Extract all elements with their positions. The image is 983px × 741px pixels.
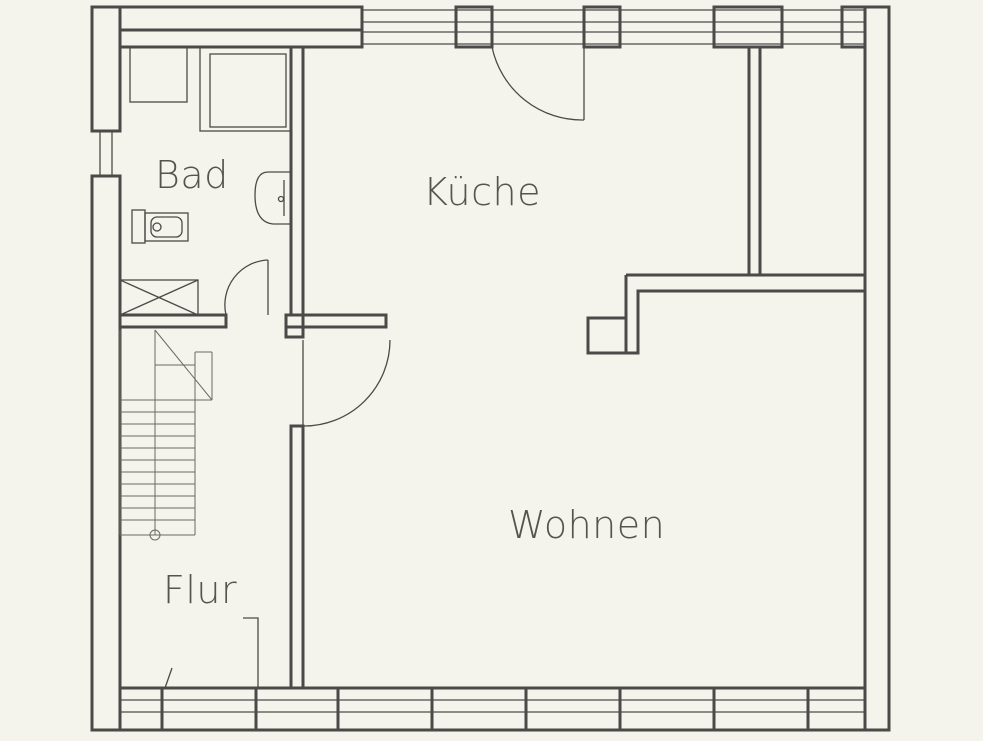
interior-walls: [118, 45, 865, 690]
shower-tray: [199, 46, 292, 132]
toilet: [144, 212, 189, 242]
left-window: [99, 131, 113, 176]
room-label-kueche: Küche: [423, 170, 541, 214]
top-windows: [362, 5, 867, 49]
room-label-wohnen: Wohnen: [508, 503, 665, 547]
bath-cabinet: [129, 46, 188, 103]
bottom-windows: [118, 686, 867, 732]
room-label-bad: Bad: [155, 153, 229, 197]
washbasin: [254, 171, 292, 225]
room-label-flur: Flur: [163, 568, 237, 612]
stair-storage: [119, 279, 199, 316]
bathroom-fixtures: [129, 46, 292, 244]
staircase: [119, 329, 213, 541]
entrance-details: [164, 617, 259, 689]
toilet-tank: [131, 209, 146, 244]
door-swings: [224, 46, 585, 427]
